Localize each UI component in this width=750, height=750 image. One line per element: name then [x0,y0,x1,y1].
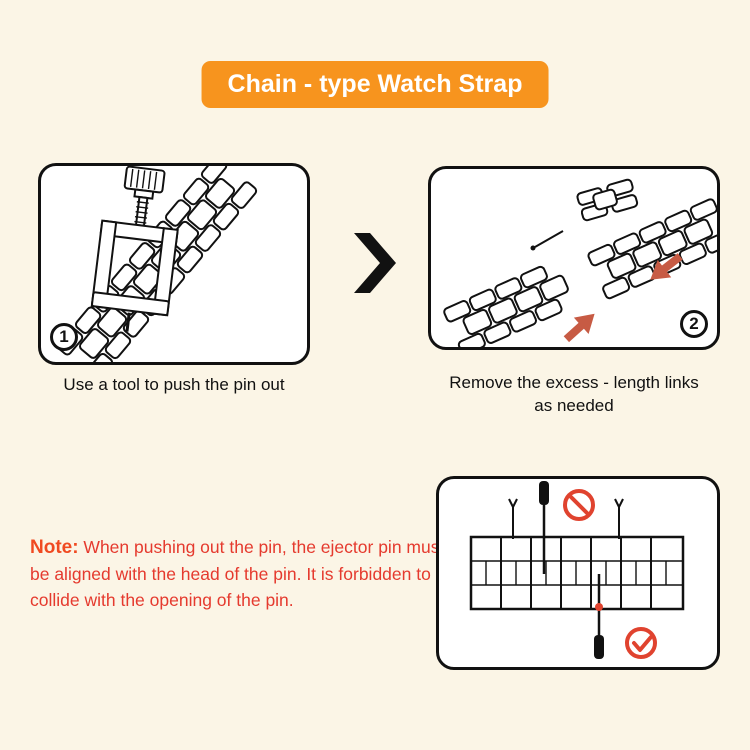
step2-caption-line2: as needed [534,396,614,415]
prohibition-icon [563,489,595,521]
screw-threads [134,201,149,224]
ejector-pin-bottom [594,574,604,659]
note-text: When pushing out the pin, the ejector pi… [30,537,445,610]
removed-links [576,178,639,222]
checkmark-icon [625,627,657,659]
band-piece-left [443,265,569,347]
pin-removal-illustration [56,166,258,362]
step1-number: 1 [59,327,69,346]
step2-caption-line1: Remove the excess - length links [449,373,699,392]
note-label: Note: [30,537,79,558]
loose-pin [530,230,564,251]
step2-caption: Remove the excess - length links as need… [428,371,720,417]
page-title: Chain - type Watch Strap [227,70,523,98]
band-piece-right [587,198,717,300]
fork-pins [508,498,624,539]
red-arrow-icon [650,253,683,280]
watch-band [56,166,258,362]
alignment-detail-panel [436,476,720,670]
step1-panel: 1 [38,163,310,365]
title-banner: Chain - type Watch Strap [201,61,549,108]
chevron-right-icon [352,231,398,295]
link-remover-tool [90,166,179,332]
note: Note: When pushing out the pin, the ejec… [30,534,450,613]
separated-links-illustration [443,178,717,347]
step1-number-badge: 1 [50,323,78,351]
band-schematic [469,535,685,611]
ejector-pin-top [539,481,549,574]
step2-number-badge: 2 [680,310,708,338]
pin-alignment-illustration [469,481,685,659]
step1-caption: Use a tool to push the pin out [63,375,285,394]
step2-panel: 2 [428,166,720,350]
ejected-pin [125,312,131,332]
red-arrow-icon [563,313,595,343]
knurled-knob-lines [129,168,158,190]
step2-number: 2 [689,314,699,333]
